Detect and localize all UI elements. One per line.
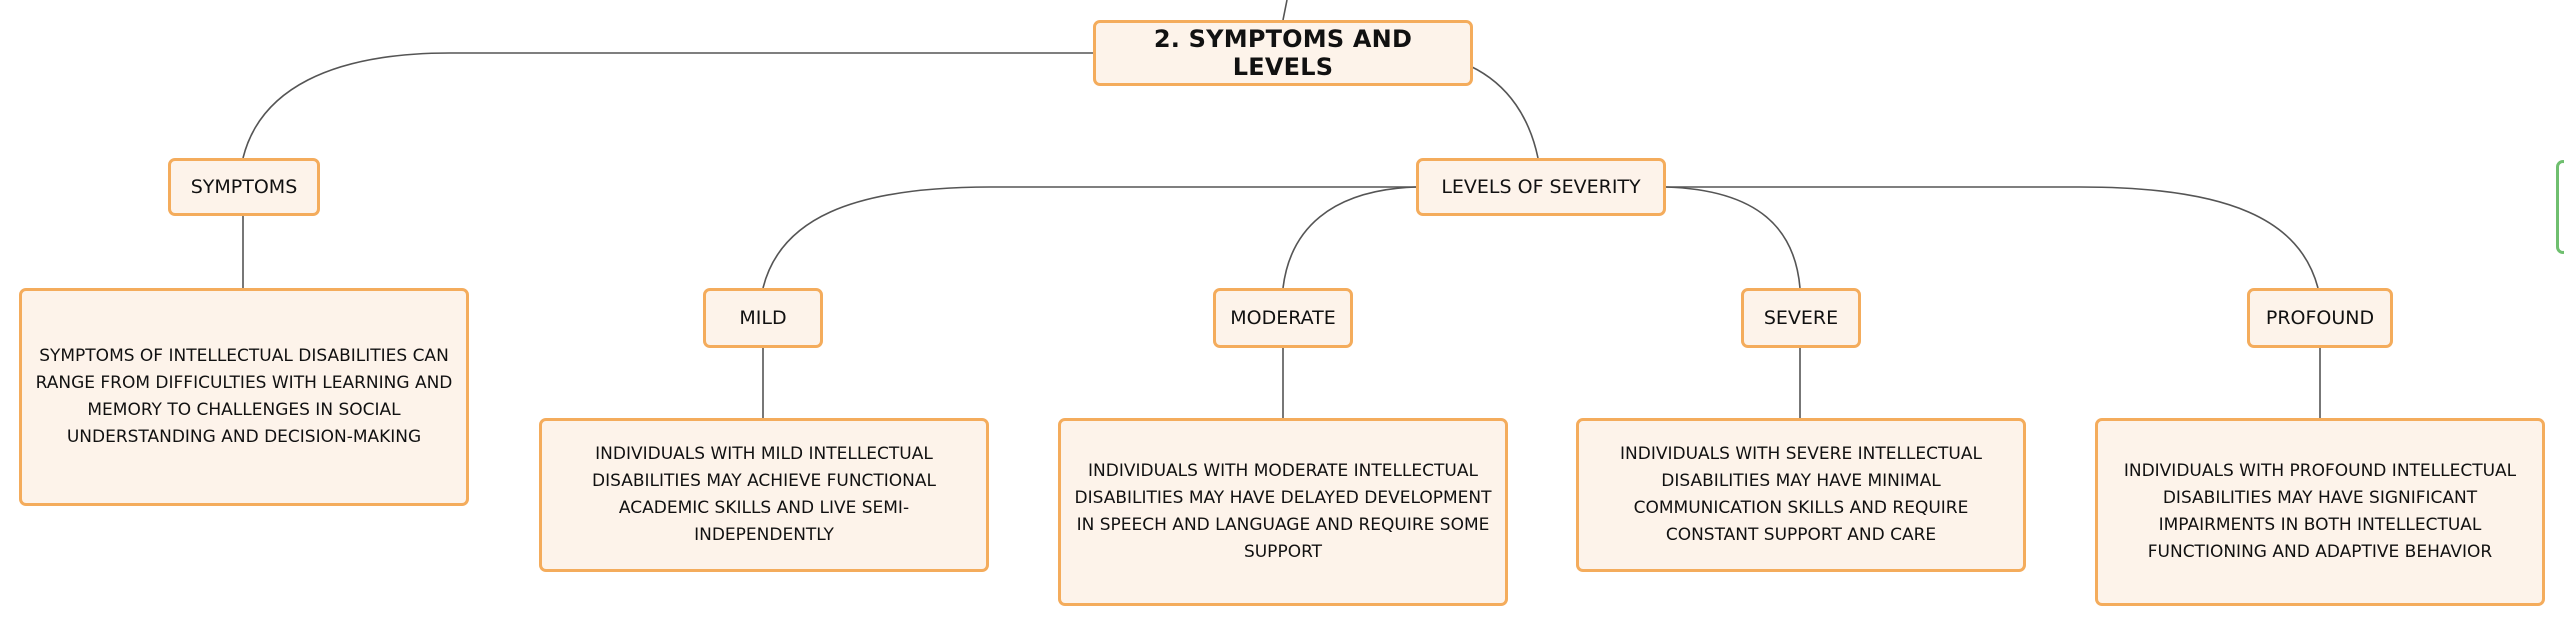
severe-detail-node[interactable]: INDIVIDUALS WITH SEVERE INTELLECTUAL DIS… — [1576, 418, 2026, 572]
profound-detail-node[interactable]: INDIVIDUALS WITH PROFOUND INTELLECTUAL D… — [2095, 418, 2545, 606]
connector-levels-mild — [762, 186, 1416, 289]
mild-detail-node[interactable]: INDIVIDUALS WITH MILD INTELLECTUAL DISAB… — [539, 418, 989, 572]
profound-label: PROFOUND — [2265, 307, 2375, 329]
connector-root-symptoms — [242, 52, 1093, 159]
connector-levels-severe — [1665, 186, 1801, 289]
mild-detail-text: INDIVIDUALS WITH MILD INTELLECTUAL DISAB… — [591, 444, 937, 545]
offscreen-node-edge[interactable] — [2556, 160, 2564, 254]
moderate-detail-node[interactable]: INDIVIDUALS WITH MODERATE INTELLECTUAL D… — [1058, 418, 1508, 606]
profound-node[interactable]: PROFOUND — [2247, 288, 2393, 348]
moderate-detail-text: INDIVIDUALS WITH MODERATE INTELLECTUAL D… — [1074, 461, 1492, 562]
symptoms-node[interactable]: SYMPTOMS — [168, 158, 320, 216]
connector-root-parent — [1282, 0, 1288, 21]
mild-node[interactable]: MILD — [703, 288, 823, 348]
mild-label: MILD — [739, 307, 787, 329]
connector-levels-moderate — [1282, 186, 1417, 289]
profound-detail-text: INDIVIDUALS WITH PROFOUND INTELLECTUAL D… — [2123, 461, 2517, 562]
severe-label: SEVERE — [1763, 307, 1839, 329]
severe-detail-text: INDIVIDUALS WITH SEVERE INTELLECTUAL DIS… — [1620, 444, 1982, 545]
root-label: 2. SYMPTOMS AND LEVELS — [1153, 25, 1413, 81]
symptoms-label: SYMPTOMS — [190, 176, 298, 198]
moderate-label: MODERATE — [1230, 307, 1336, 329]
levels-of-severity-label: LEVELS OF SEVERITY — [1441, 176, 1641, 198]
symptoms-detail-text: SYMPTOMS OF INTELLECTUAL DISABILITIES CA… — [35, 346, 453, 447]
levels-of-severity-node[interactable]: LEVELS OF SEVERITY — [1416, 158, 1666, 216]
connector-root-levels — [1469, 65, 1539, 159]
symptoms-detail-node[interactable]: SYMPTOMS OF INTELLECTUAL DISABILITIES CA… — [19, 288, 469, 506]
severe-node[interactable]: SEVERE — [1741, 288, 1861, 348]
moderate-node[interactable]: MODERATE — [1213, 288, 1353, 348]
root-node[interactable]: 2. SYMPTOMS AND LEVELS — [1093, 20, 1473, 86]
connector-levels-profound — [1666, 186, 2319, 289]
